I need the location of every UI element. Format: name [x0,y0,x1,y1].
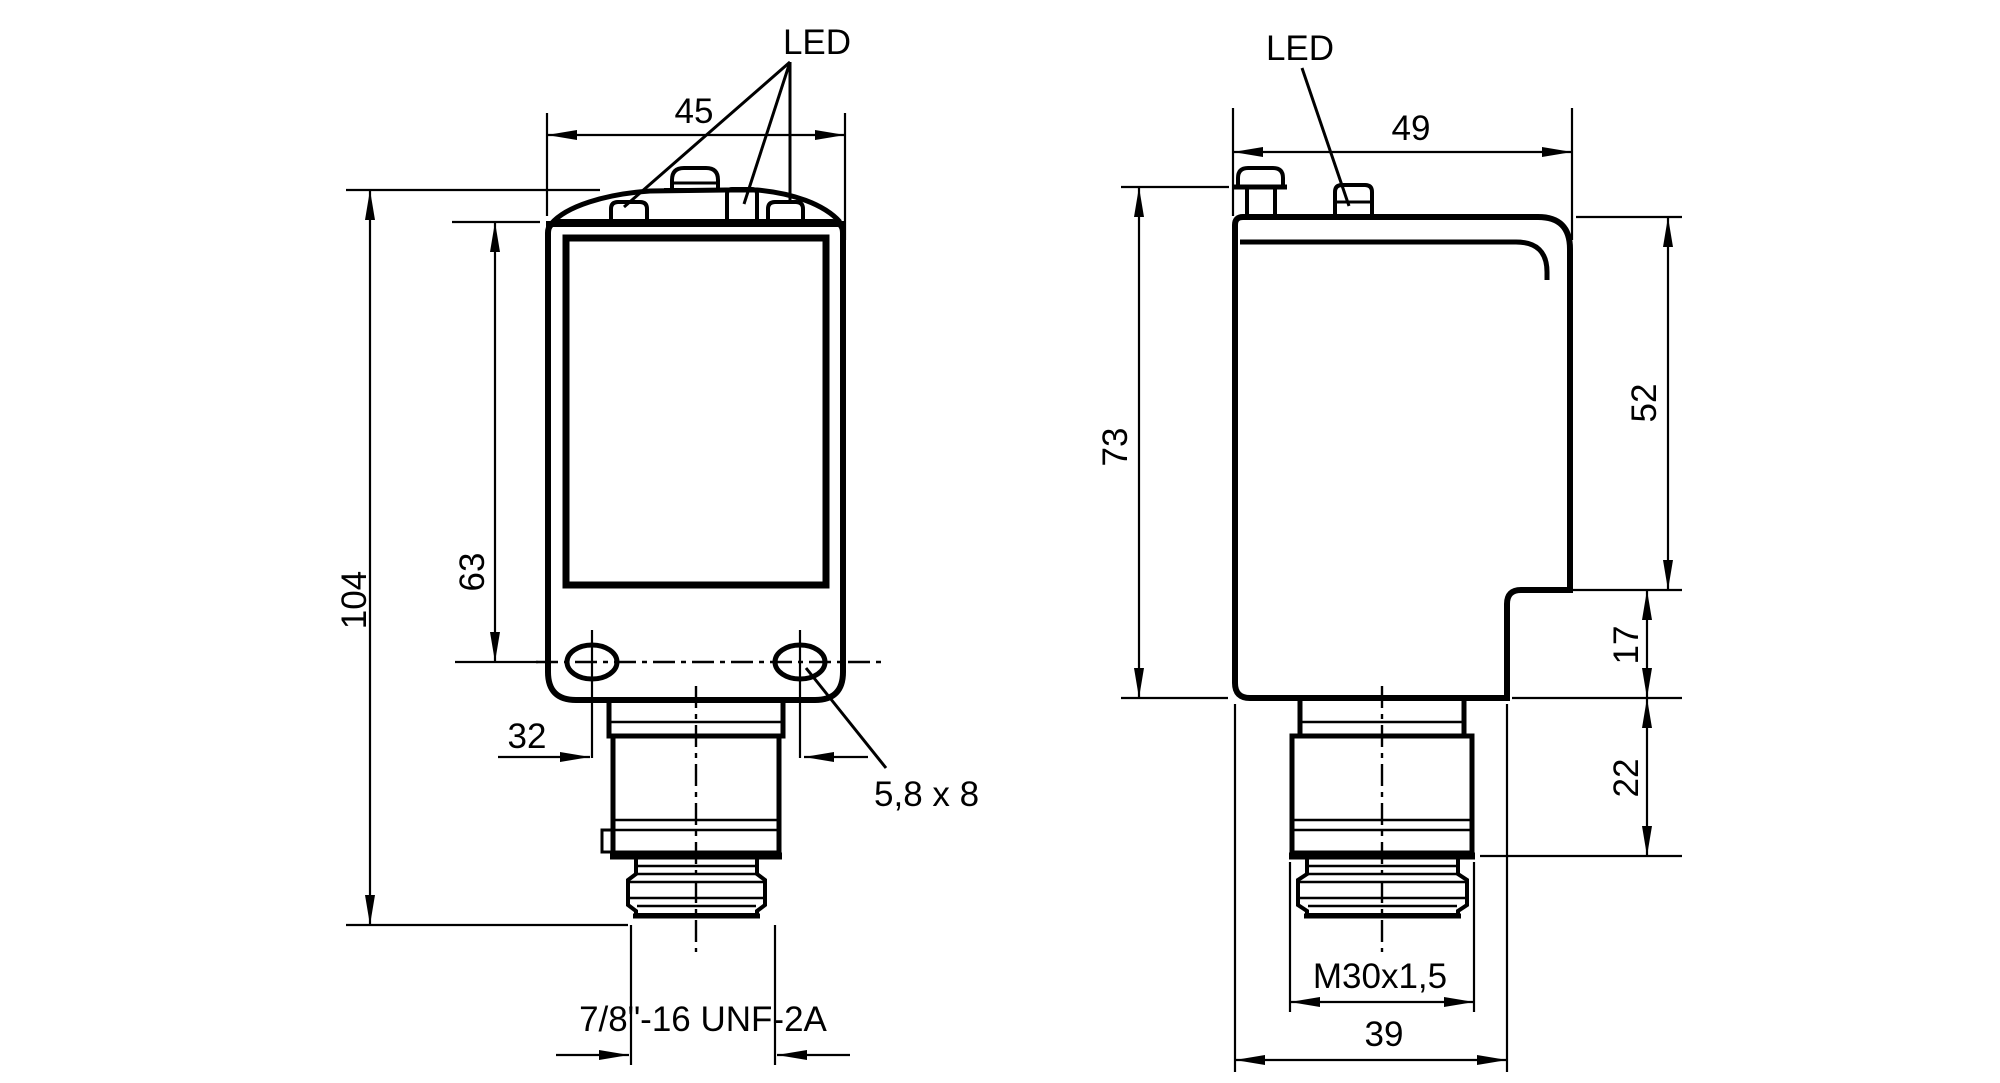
side-dim39-label: 39 [1365,1015,1404,1054]
side-dim17-label: 17 [1607,626,1646,665]
side-cap-seam-line [1240,239,1550,280]
side-dim52-label: 52 [1625,384,1664,423]
front-led-window-right [766,200,805,221]
side-body-outline [1232,214,1573,701]
front-dim45-label: 45 [675,92,714,131]
front-lens-window [562,234,830,589]
front-led-window-left [609,200,649,221]
front-view: LED 45 104 63 32 5,8 x 8 7/8"-16 UNF-2A [335,23,979,1065]
side-led-bump [1333,183,1374,215]
front-body-outline [545,219,846,703]
front-barrel-side-tab [600,828,615,854]
front-slot-label: 5,8 x 8 [874,775,979,814]
side-view: LED 49 73 52 [1096,29,1682,1072]
front-dim104-label: 104 [335,571,374,629]
side-dim22-label: 22 [1607,759,1646,798]
side-dim73-label: 73 [1096,428,1135,467]
front-dim32-label: 32 [508,717,547,756]
front-cap-outline [549,187,842,226]
front-thread-label: 7/8"-16 UNF-2A [579,1000,827,1039]
side-led-label: LED [1266,29,1334,68]
front-dim63-label: 63 [453,553,492,592]
front-led-label: LED [783,23,851,62]
front-button-dome [670,166,720,189]
front-led-window-middle [725,187,759,221]
side-led-leader [1300,67,1351,207]
side-button-cap [1236,166,1285,186]
side-dim49-label: 49 [1392,109,1431,148]
front-slot-leader [804,667,888,769]
side-m30-label: M30x1,5 [1313,957,1447,996]
